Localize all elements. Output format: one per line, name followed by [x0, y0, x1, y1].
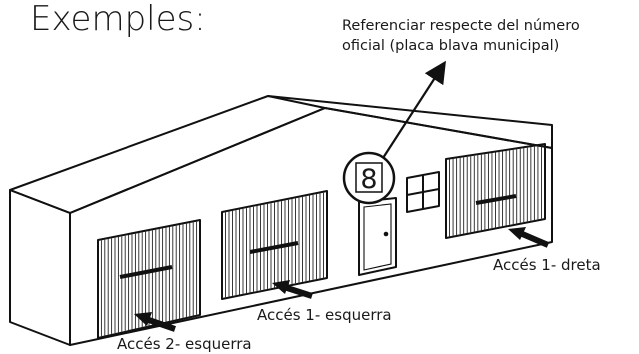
door-knob	[383, 231, 389, 237]
building	[9, 95, 553, 346]
front-wall	[69, 107, 553, 346]
access-arrow-middle	[272, 280, 313, 299]
window	[406, 171, 440, 213]
label-right-door: Accés 1- dreta	[493, 256, 601, 274]
side-wall	[9, 189, 71, 346]
label-left-door: Accés 2- esquerra	[117, 335, 252, 353]
door-handle-right	[475, 194, 517, 205]
access-arrow-right	[508, 227, 550, 248]
house-number: 8	[360, 164, 377, 195]
house-number-plate: 8	[342, 151, 396, 205]
note-arrow	[382, 60, 446, 159]
door-handle-middle	[249, 241, 299, 254]
label-middle-door: Accés 1- esquerra	[257, 306, 392, 324]
garage-door-right	[445, 143, 546, 239]
note-line-2: oficial (placa blava municipal)	[342, 38, 559, 54]
note-line-1: Referenciar respecte del número	[342, 18, 580, 34]
garage-door-middle	[221, 190, 328, 300]
door-handle-left	[119, 265, 173, 279]
access-arrow-left	[134, 312, 176, 332]
garage-door-left	[97, 219, 201, 339]
entrance-door	[358, 197, 397, 276]
page-title: Exemples:	[30, 0, 206, 39]
